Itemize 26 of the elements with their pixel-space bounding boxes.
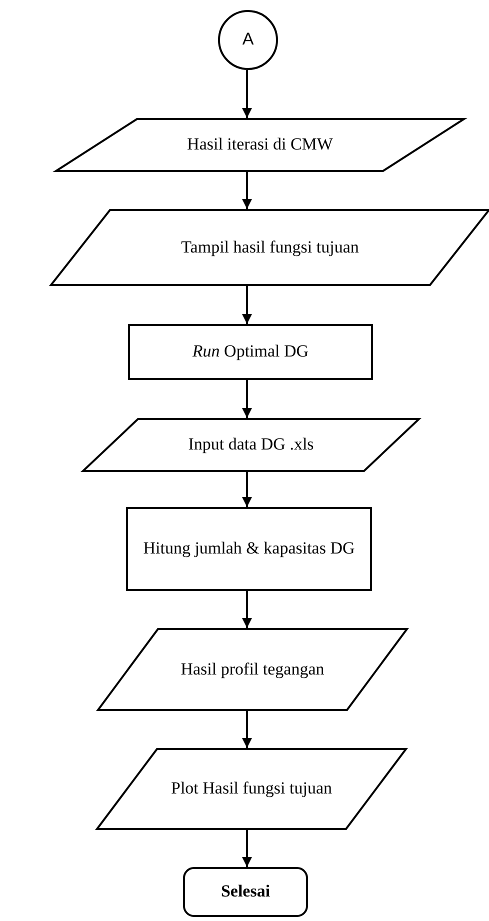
arrow — [242, 591, 252, 628]
data-parallelogram — [50, 209, 489, 286]
node-label: Hitung jumlah & kapasitas DG — [142, 538, 356, 560]
node-label: Selesai — [220, 880, 272, 903]
terminator-box — [183, 867, 308, 917]
node-label: A — [241, 28, 255, 51]
node-label: Hasil iterasi di CMW — [186, 134, 334, 156]
node-label: Run Optimal DG — [191, 340, 310, 363]
arrow — [242, 286, 252, 324]
data-parallelogram — [97, 628, 408, 711]
arrow — [242, 70, 252, 118]
node-label: Plot Hasil fungsi tujuan — [170, 778, 334, 800]
arrow — [242, 472, 252, 507]
connector-circle — [218, 10, 278, 70]
data-parallelogram — [82, 418, 420, 472]
arrow — [242, 172, 252, 209]
arrow — [242, 711, 252, 748]
process-box — [126, 507, 372, 591]
node-label: Input data DG .xls — [187, 434, 315, 456]
process-box — [128, 324, 373, 380]
node-label: Tampil hasil fungsi tujuan — [180, 236, 360, 258]
data-parallelogram — [96, 748, 407, 830]
node-label: Hasil profil tegangan — [180, 658, 326, 680]
data-parallelogram — [55, 118, 465, 172]
arrow — [242, 830, 252, 867]
arrow — [242, 380, 252, 418]
